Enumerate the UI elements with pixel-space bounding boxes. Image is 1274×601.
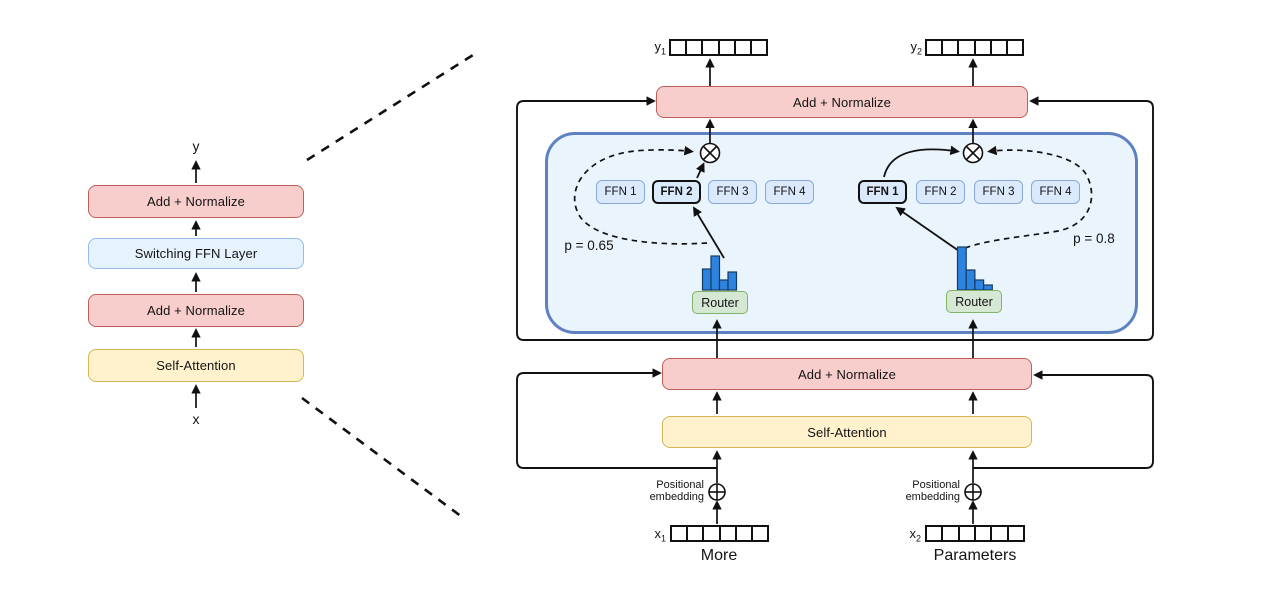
token-cell [975,41,992,54]
zoom-connector-top-line [306,53,474,162]
router-box-right: Router [946,290,1002,313]
expert-left-ffn1: FFN 1 [596,180,645,204]
self-attention-bar: Self-Attention [662,416,1032,448]
router-probability-bar [965,269,976,291]
token-cell [672,527,689,540]
p-loop-left [573,145,708,245]
ffn2-to-multiplier-arrow [695,162,705,179]
router-probability-bar [727,271,738,291]
expert-right-ffn4: FFN 4 [1031,180,1080,204]
token-cell [704,527,721,540]
token-cell [688,527,705,540]
left-input-label: x [192,411,200,427]
left-self-attention-label: Self-Attention [156,358,236,373]
output-token-label-y2: y2 [910,39,922,57]
gate-probability-right: p = 0.8 [1073,231,1115,246]
router-probability-bar [701,268,712,291]
token-cell [959,41,976,54]
expert-left-ffn4: FFN 4 [765,180,814,204]
multiplier-symbols [699,142,984,164]
input-token-box-x1 [670,525,769,542]
flow-arrows [705,58,978,524]
router-to-ffn2-arrow [693,206,725,259]
zoom-connector-bottom-line [301,396,463,519]
expert-left-ffn2-selected: FFN 2 [652,180,701,204]
plus-icon [964,483,982,501]
positional-add-symbols [708,483,982,501]
token-cell [959,527,976,540]
router-probability-bar [710,255,721,291]
expert-right-ffn3: FFN 3 [974,180,1023,204]
token-cell [1008,527,1023,540]
token-cell [687,41,704,54]
ffn-residual-skip [516,96,1154,341]
router-box-left: Router [692,291,748,314]
routing-arrows [693,145,960,259]
token-cell [703,41,720,54]
multiply-icon [699,142,721,164]
positional-embedding-label-right: Positional embedding [905,479,960,503]
output-token-box-y1 [669,39,768,56]
multiply-icon [962,142,984,164]
positional-embedding-label-left: Positional embedding [649,479,704,503]
addnorm-bottom-bar: Add + Normalize [662,358,1032,390]
router-probability-bar [956,246,967,291]
token-cell [992,527,1009,540]
self-attention-label: Self-Attention [807,424,887,440]
left-switching-ffn-label: Switching FFN Layer [134,246,258,261]
token-cell [671,41,688,54]
router-probability-bar [974,279,985,291]
gate-probability-loops [573,145,1093,249]
token-cell [752,527,768,540]
expert-right-ffn1-selected: FFN 1 [858,180,907,204]
token-cell [991,41,1008,54]
input-token-label-x2: x2 [909,526,921,544]
token-cell [720,527,737,540]
token-cell [735,41,752,54]
input-token-label-x1: x1 [654,526,666,544]
token-cell [927,41,944,54]
left-self-attention-box: Self-Attention [88,349,304,382]
token-cell [943,527,960,540]
router-to-ffn1-arrow [895,206,960,252]
left-output-label: y [192,138,200,154]
plus-icon [708,483,726,501]
token-cell [719,41,736,54]
output-token-box-y2 [925,39,1024,56]
gate-probability-left: p = 0.65 [564,238,614,253]
token-cell [943,41,960,54]
attention-residual-skip [516,368,1154,469]
ffn1-to-multiplier-arc [883,145,960,178]
token-cell [751,41,767,54]
token-cell [975,527,993,540]
expert-right-ffn2: FFN 2 [916,180,965,204]
router-probability-histogram-right [956,246,993,291]
left-addnorm-top-box: Add + Normalize [88,185,304,218]
left-switching-ffn-box: Switching FFN Layer [88,238,304,269]
addnorm-top-label: Add + Normalize [793,94,891,110]
caption-more: More [700,547,738,564]
router-probability-bar [718,279,729,291]
caption-parameters: Parameters [933,547,1017,564]
switching-ffn-container [545,132,1138,334]
left-addnorm-bottom-label: Add + Normalize [147,303,245,318]
left-addnorm-bottom-box: Add + Normalize [88,294,304,327]
token-cell [736,527,753,540]
input-token-box-x2 [925,525,1025,542]
addnorm-top-bar: Add + Normalize [656,86,1028,118]
output-token-label-y1: y1 [654,39,666,57]
addnorm-bottom-label: Add + Normalize [798,366,896,382]
token-cell [1007,41,1023,54]
token-cell [927,527,944,540]
expert-left-ffn3: FFN 3 [708,180,757,204]
router-probability-histogram-left [701,255,738,291]
left-addnorm-top-label: Add + Normalize [147,194,245,209]
